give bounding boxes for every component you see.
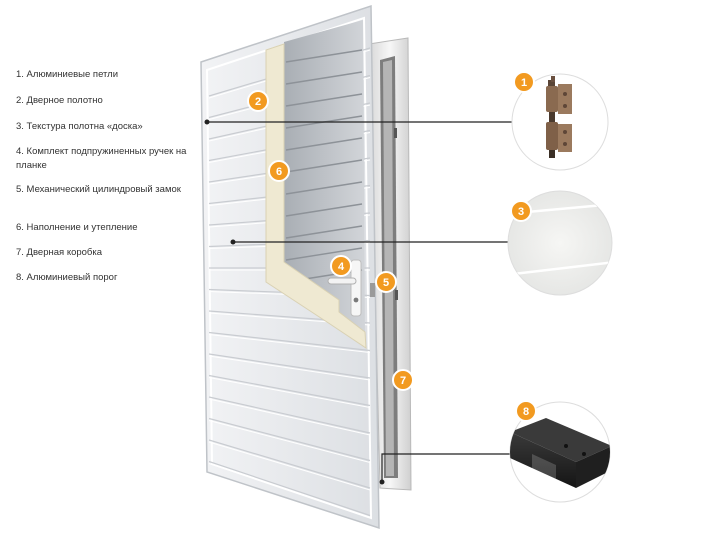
marker-circle xyxy=(510,200,532,222)
marker-3: 3 xyxy=(510,200,532,222)
core-rib xyxy=(285,159,363,173)
board-groove xyxy=(208,417,371,462)
detail-hinge xyxy=(511,73,609,171)
marker-circle xyxy=(513,71,535,93)
marker-label: 3 xyxy=(518,206,524,218)
marker-5: 5 xyxy=(375,271,397,293)
marker-2: 2 xyxy=(247,90,269,112)
marker-label: 5 xyxy=(383,277,389,289)
door-leaf xyxy=(200,4,380,530)
marker-4: 4 xyxy=(330,255,352,277)
marker-8: 8 xyxy=(515,400,537,422)
marker-6: 6 xyxy=(268,160,290,182)
core-rib xyxy=(285,49,363,63)
board-groove xyxy=(208,460,371,517)
leader-8 xyxy=(381,453,512,482)
legend-item-frame: 7. Дверная коробка xyxy=(16,247,103,258)
board-groove xyxy=(208,353,371,379)
watermark-text: Avito xyxy=(644,503,703,530)
core-rib xyxy=(285,71,363,85)
marker-label: 1 xyxy=(521,77,527,89)
legend-item-threshold: 8. Алюминиевый порог xyxy=(16,272,118,283)
marker-1: 1 xyxy=(513,71,535,93)
marker-label: 6 xyxy=(276,166,282,178)
core-rib xyxy=(285,181,363,195)
leader-lines xyxy=(204,119,514,485)
board-groove xyxy=(208,396,371,434)
legend-item-texture: 3. Текстура полотна «доска» xyxy=(16,121,143,132)
legend-item-hinges: 1. Алюминиевые петли xyxy=(16,69,119,80)
board-highlight xyxy=(208,355,371,381)
legend-item-insulation: 6. Наполнение и утепление xyxy=(16,222,138,233)
board-highlight xyxy=(208,334,371,353)
marker-circle xyxy=(247,90,269,112)
door-frame xyxy=(368,37,412,491)
detail-texture xyxy=(507,190,613,296)
board-groove xyxy=(208,374,371,407)
legend-item-lock: 5. Механический цилиндровый замок xyxy=(16,184,181,195)
core-rib xyxy=(285,137,363,151)
marker-label: 2 xyxy=(255,96,261,108)
board-groove xyxy=(208,439,371,489)
marker-label: 8 xyxy=(523,406,529,418)
marker-label: 4 xyxy=(338,261,345,273)
core-rib xyxy=(285,225,363,239)
marker-circle xyxy=(392,369,414,391)
avito-watermark: Avito xyxy=(613,502,703,530)
marker-7: 7 xyxy=(392,369,414,391)
detail-threshold xyxy=(509,401,611,503)
legend-item-handles: 4. Комплект подпружиненных ручек на план… xyxy=(16,146,187,171)
board-highlight xyxy=(208,463,371,518)
core-rib xyxy=(285,247,363,261)
board-highlight xyxy=(208,377,371,408)
board-highlight xyxy=(208,441,371,491)
marker-circle xyxy=(268,160,290,182)
marker-circle xyxy=(375,271,397,293)
handle-set xyxy=(327,259,375,317)
legend-item-door-leaf: 2. Дверное полотно xyxy=(16,95,103,106)
number-badges: 1 2 3 4 5 6 7 8 xyxy=(247,71,537,422)
board-highlight xyxy=(208,398,371,436)
marker-circle xyxy=(515,400,537,422)
marker-circle xyxy=(330,255,352,277)
board-highlight xyxy=(208,420,371,463)
board-groove xyxy=(208,331,371,352)
avito-logo-icon xyxy=(613,502,640,526)
marker-label: 7 xyxy=(400,375,406,387)
core-rib xyxy=(285,93,363,107)
core-rib xyxy=(285,203,363,217)
